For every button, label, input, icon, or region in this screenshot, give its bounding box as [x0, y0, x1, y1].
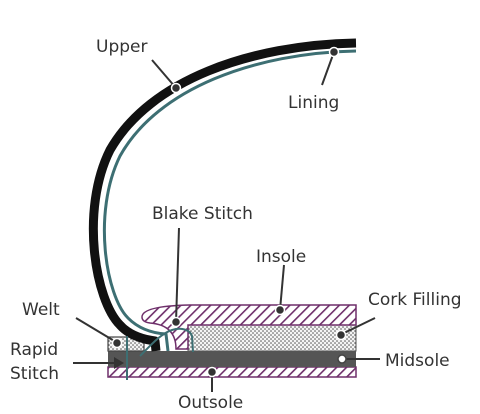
lining-layer — [102, 49, 357, 352]
lining-leader — [321, 51, 335, 86]
outsole-dot — [206, 366, 218, 378]
outsole-label: Outsole — [178, 393, 243, 413]
midsole-dot — [337, 354, 347, 364]
insole-label: Insole — [256, 247, 306, 267]
midsole-label: Midsole — [385, 351, 450, 371]
blake-stitch-leader — [175, 227, 180, 323]
rapid-stitch-label-line2: Stitch — [10, 364, 59, 384]
cork-filling-layer — [187, 324, 357, 352]
cork-filling-label: Cork Filling — [368, 290, 462, 310]
insole-dot — [274, 304, 286, 316]
rapid-stitch-arrowhead — [114, 357, 124, 369]
lining-label: Lining — [288, 93, 339, 113]
lining-dot — [328, 46, 340, 58]
welt-label: Welt — [22, 300, 60, 320]
upper-leader — [151, 59, 177, 89]
cork-filling-leader — [341, 317, 376, 335]
midsole-layer — [108, 351, 356, 367]
blake-stitch-thread — [139, 327, 194, 357]
welt-dot — [111, 337, 123, 349]
insole-leader — [279, 264, 285, 311]
rapid-stitch-label-line1: Rapid — [10, 340, 58, 360]
upper-dot — [170, 82, 182, 94]
blake-stitch-dot — [170, 316, 182, 328]
cork-filling-dot — [335, 329, 347, 341]
upper-label: Upper — [96, 37, 147, 57]
upper-leather — [88, 38, 357, 352]
outsole-layer — [107, 366, 357, 378]
welt-leader — [75, 317, 117, 343]
blake-stitch-label: Blake Stitch — [152, 204, 253, 224]
insole-layer — [141, 304, 357, 350]
